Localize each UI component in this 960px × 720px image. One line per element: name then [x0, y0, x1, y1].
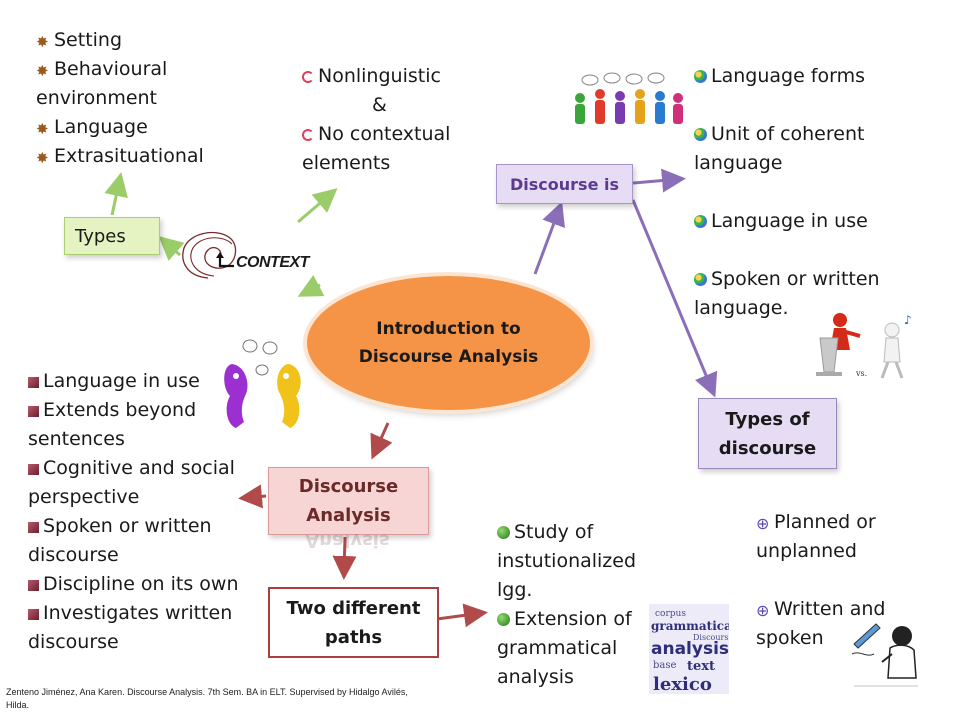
list-item: No contextual elements — [302, 123, 451, 174]
square-bullet-icon — [28, 406, 39, 417]
list-item: Language forms — [694, 62, 894, 91]
star-bullet-icon: ✸ — [36, 149, 49, 167]
discourse-is-list: Language forms Unit of coherent language… — [694, 62, 894, 323]
list-item: Extends beyond sentences — [28, 399, 197, 450]
ball-bullet-icon — [694, 215, 707, 228]
list-item: Language in use — [28, 367, 253, 396]
crosshair-bullet-icon: ⊕ — [756, 601, 770, 620]
star-bullet-icon: ✸ — [36, 62, 49, 80]
square-bullet-icon — [28, 464, 39, 475]
list-item: Investigates written discourse — [28, 602, 233, 653]
square-bullet-icon — [28, 377, 39, 388]
list-item: ✸Behavioural environment — [36, 58, 168, 109]
crosshair-bullet-icon: ⊕ — [756, 514, 770, 533]
center-to-da-arrow — [370, 422, 393, 460]
dot-bullet-icon — [497, 613, 510, 626]
list-item: ⊕Written and spoken — [756, 598, 886, 649]
svg-text:corpus: corpus — [655, 609, 686, 619]
discourse-analysis-reflection: Analysis — [305, 534, 390, 551]
people-speech-icon — [568, 72, 688, 130]
two-paths-list: Study of instutionalized lgg. Extension … — [497, 518, 647, 692]
list-item: ✸Setting — [36, 29, 123, 51]
context-to-types-arrow — [158, 236, 185, 261]
svg-text:lexico: lexico — [653, 674, 712, 694]
svg-text:♪: ♪ — [904, 313, 912, 327]
svg-text:text: text — [687, 659, 715, 674]
podium-vs-figure-icon: vs. ♪ — [808, 306, 926, 382]
list-item: ✸Language — [36, 116, 148, 138]
list-item: Spoken or written discourse — [28, 515, 212, 566]
context-swirl-icon: CONTEXT — [178, 226, 309, 284]
list-item: Extension of grammatical analysis — [497, 608, 632, 688]
types-box: Types — [64, 217, 160, 255]
discourse-is-to-types-arrow — [631, 199, 718, 398]
center-to-discourse-is-arrow — [533, 201, 565, 275]
types-to-list-arrow — [104, 172, 128, 216]
context-to-nonlinguistic-arrow — [297, 188, 338, 224]
context-types-list: ✸Setting ✸Behavioural environment ✸Langu… — [36, 26, 236, 171]
square-bullet-icon — [28, 609, 39, 620]
svg-text:analysis: analysis — [651, 639, 729, 659]
context-label: CONTEXT — [236, 254, 309, 271]
list-item: ✸Extrasituational — [36, 145, 204, 167]
list-item: Spoken or written language. — [694, 268, 880, 319]
ball-bullet-icon — [694, 70, 707, 83]
square-bullet-icon — [28, 580, 39, 591]
discourse-types-list: ⊕Planned or unplanned ⊕Written and spoke… — [756, 508, 906, 653]
list-item: Cognitive and social perspective — [28, 457, 235, 508]
da-to-paths-arrow — [332, 536, 357, 580]
list-item: Discipline on its own — [28, 570, 253, 599]
amp-text: & — [372, 94, 387, 116]
center-to-context-arrow — [297, 274, 325, 297]
svg-text:vs.: vs. — [855, 369, 867, 378]
da-to-list-arrow — [238, 484, 267, 509]
star-bullet-icon: ✸ — [36, 33, 49, 51]
footer-credit: Zenteno Jiménez, Ana Karen. Discourse An… — [6, 687, 408, 710]
star-bullet-icon: ✸ — [36, 120, 49, 138]
ball-bullet-icon — [694, 273, 707, 286]
list-item: Unit of coherent language — [694, 123, 865, 174]
paths-to-list-arrow — [436, 603, 488, 628]
dot-bullet-icon — [497, 526, 510, 539]
writing-speaking-icon — [846, 614, 926, 694]
discourse-analysis-list: Language in use Extends beyond sentences… — [28, 367, 253, 657]
square-bullet-icon — [28, 522, 39, 533]
svg-text:base: base — [653, 660, 676, 671]
nonlinguistic-block: Nonlinguistic & No contextual elements — [302, 62, 472, 178]
list-item: Nonlinguistic — [302, 62, 472, 91]
discourse-is-to-list-arrow — [632, 168, 686, 193]
list-item: Language in use — [694, 207, 894, 236]
ball-bullet-icon — [694, 128, 707, 141]
swirl-bullet-icon — [302, 71, 314, 83]
svg-text:Discourse: Discourse — [693, 633, 729, 642]
talking-figures-icon — [218, 336, 308, 434]
list-item: ⊕Planned or unplanned — [756, 511, 876, 562]
svg-text:grammatical: grammatical — [651, 619, 729, 633]
word-cloud-icon: corpus grammatical Discourse analysis ba… — [649, 604, 729, 694]
discourse-is-box: Discourse is — [496, 164, 633, 204]
list-item: Study of instutionalized lgg. — [497, 521, 637, 601]
swirl-bullet-icon — [302, 129, 314, 141]
